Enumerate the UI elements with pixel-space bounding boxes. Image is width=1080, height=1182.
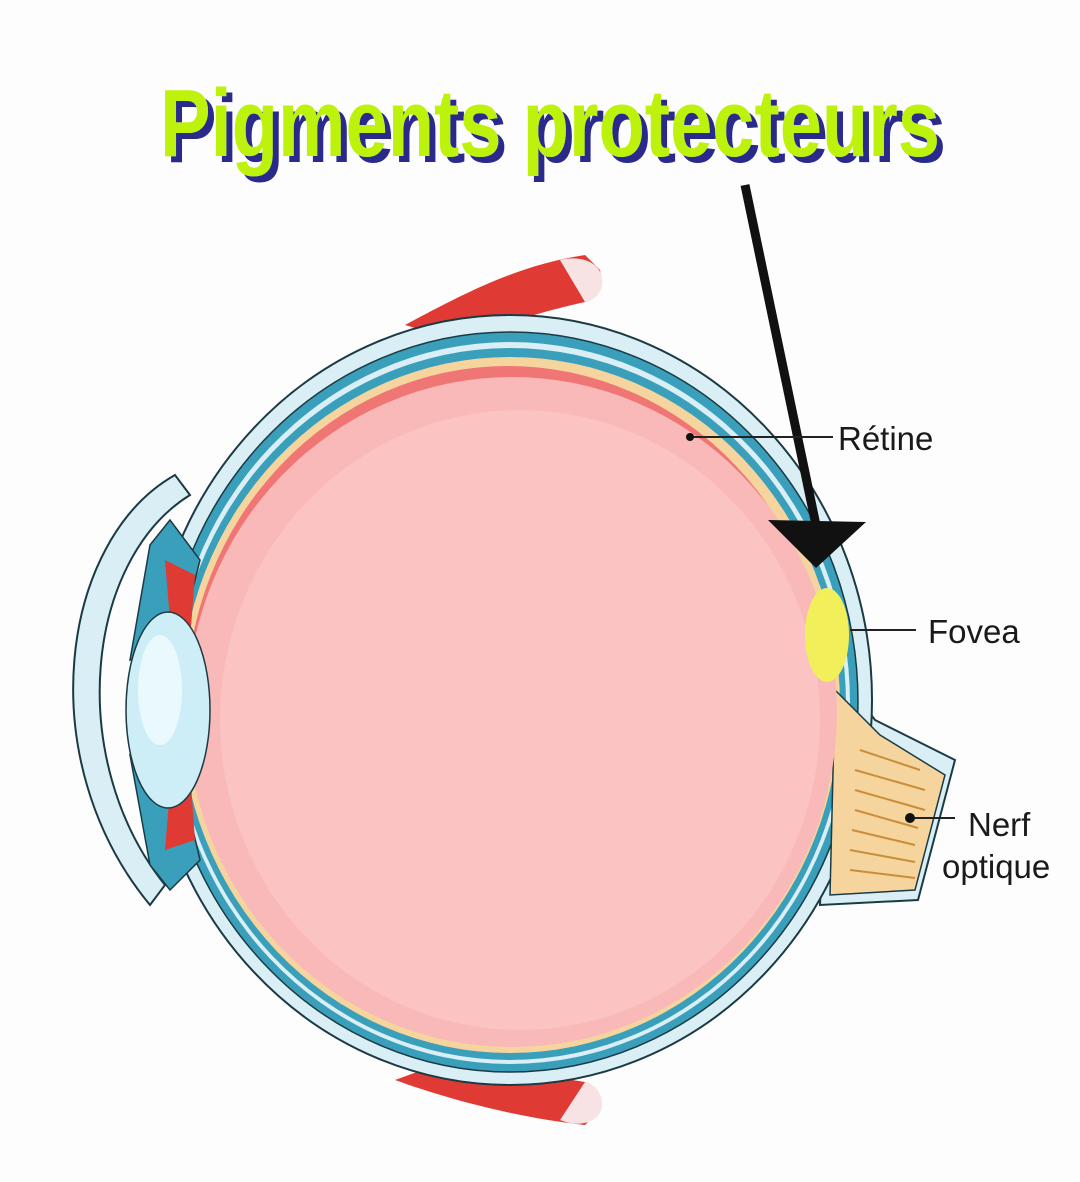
- page-title: Pigments protecteurs: [160, 70, 940, 177]
- optic-nerve-fibers: [849, 749, 926, 879]
- label-fovea: Fovea: [928, 613, 1020, 650]
- fovea: [805, 588, 849, 682]
- label-retina: Rétine: [838, 420, 933, 457]
- leader-lines: [690, 436, 955, 819]
- label-optic-nerve-line2: optique: [942, 848, 1050, 885]
- label-optic-nerve-line1: Nerf: [968, 806, 1031, 843]
- optic-nerve: [829, 688, 946, 896]
- arrow-icon: [740, 184, 866, 568]
- cornea: [72, 473, 192, 907]
